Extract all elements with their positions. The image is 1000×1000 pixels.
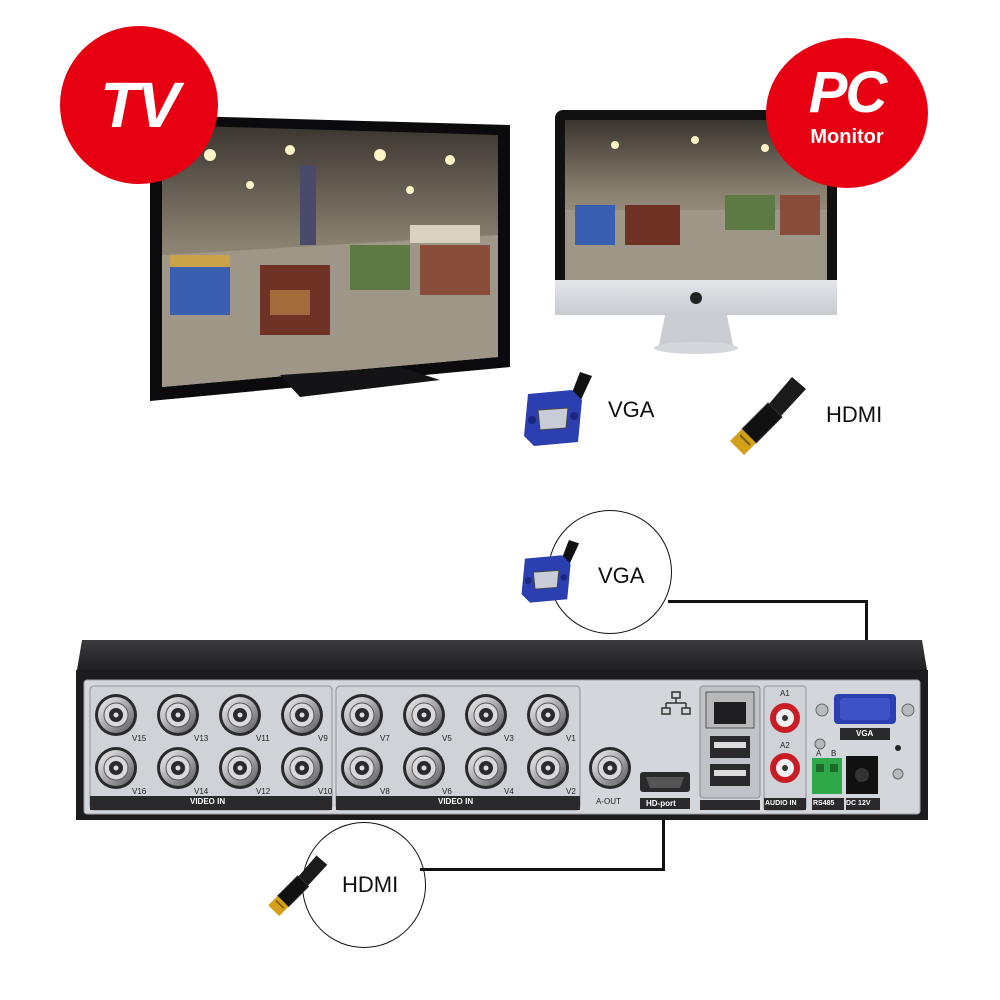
channel-label: V16 bbox=[132, 787, 147, 796]
channel-label: V4 bbox=[504, 787, 514, 796]
channel-label: V1 bbox=[566, 734, 576, 743]
channel-label: V14 bbox=[194, 787, 209, 796]
pc-monitor-badge: PC Monitor bbox=[766, 38, 928, 188]
rs485-label: RS485 bbox=[813, 800, 835, 807]
channel-label: V8 bbox=[380, 787, 390, 796]
hdmi-callout-icon bbox=[262, 852, 332, 918]
hdmi-connection-line-down bbox=[662, 812, 665, 870]
audio-a1-label: A1 bbox=[780, 689, 790, 698]
channel-label: V10 bbox=[318, 787, 333, 796]
hdmi-callout-label: HDMI bbox=[342, 872, 399, 897]
channel-label: V11 bbox=[256, 734, 270, 743]
audio-in-label: AUDIO IN bbox=[765, 800, 797, 807]
hdmi-cable-icon bbox=[722, 375, 812, 455]
hd-port-label: HD-port bbox=[646, 799, 676, 808]
dvr-recorder bbox=[72, 640, 932, 825]
channel-label: V13 bbox=[194, 734, 209, 743]
video-in-label-right: VIDEO IN bbox=[438, 797, 474, 806]
channel-label: V12 bbox=[256, 787, 271, 796]
audio-a2-label: A2 bbox=[780, 741, 790, 750]
a-out-label: A-OUT bbox=[596, 797, 621, 806]
hdmi-top-label: HDMI bbox=[826, 402, 883, 427]
vga-top-label: VGA bbox=[608, 397, 655, 422]
video-in-label-left: VIDEO IN bbox=[190, 797, 226, 806]
tv-badge-text: TV bbox=[100, 69, 180, 141]
vga-cable-icon bbox=[520, 372, 600, 450]
dc-12v-label: DC 12V bbox=[846, 800, 871, 807]
channel-label: V7 bbox=[380, 734, 390, 743]
hdmi-connection-line bbox=[420, 868, 665, 871]
vga-callout-label: VGA bbox=[598, 563, 645, 588]
vga-callout-icon bbox=[518, 540, 586, 606]
tv-badge: TV bbox=[60, 26, 218, 184]
pc-monitor bbox=[555, 110, 837, 355]
channel-label: V6 bbox=[442, 787, 452, 796]
monitor-badge-text: Monitor bbox=[810, 126, 884, 148]
channel-label: V15 bbox=[132, 734, 147, 743]
channel-label: V3 bbox=[504, 734, 514, 743]
channel-label: V2 bbox=[566, 787, 576, 796]
channel-label: V9 bbox=[318, 734, 328, 743]
rs485-b-label: B bbox=[831, 749, 837, 758]
channel-label: V5 bbox=[442, 734, 452, 743]
rs485-a-label: A bbox=[816, 749, 822, 758]
hdmi-callout-circle bbox=[302, 822, 426, 948]
pc-badge-text: PC bbox=[808, 60, 888, 125]
tv-display bbox=[150, 105, 510, 405]
vga-connection-line bbox=[668, 600, 868, 603]
vga-port-label: VGA bbox=[856, 729, 874, 738]
